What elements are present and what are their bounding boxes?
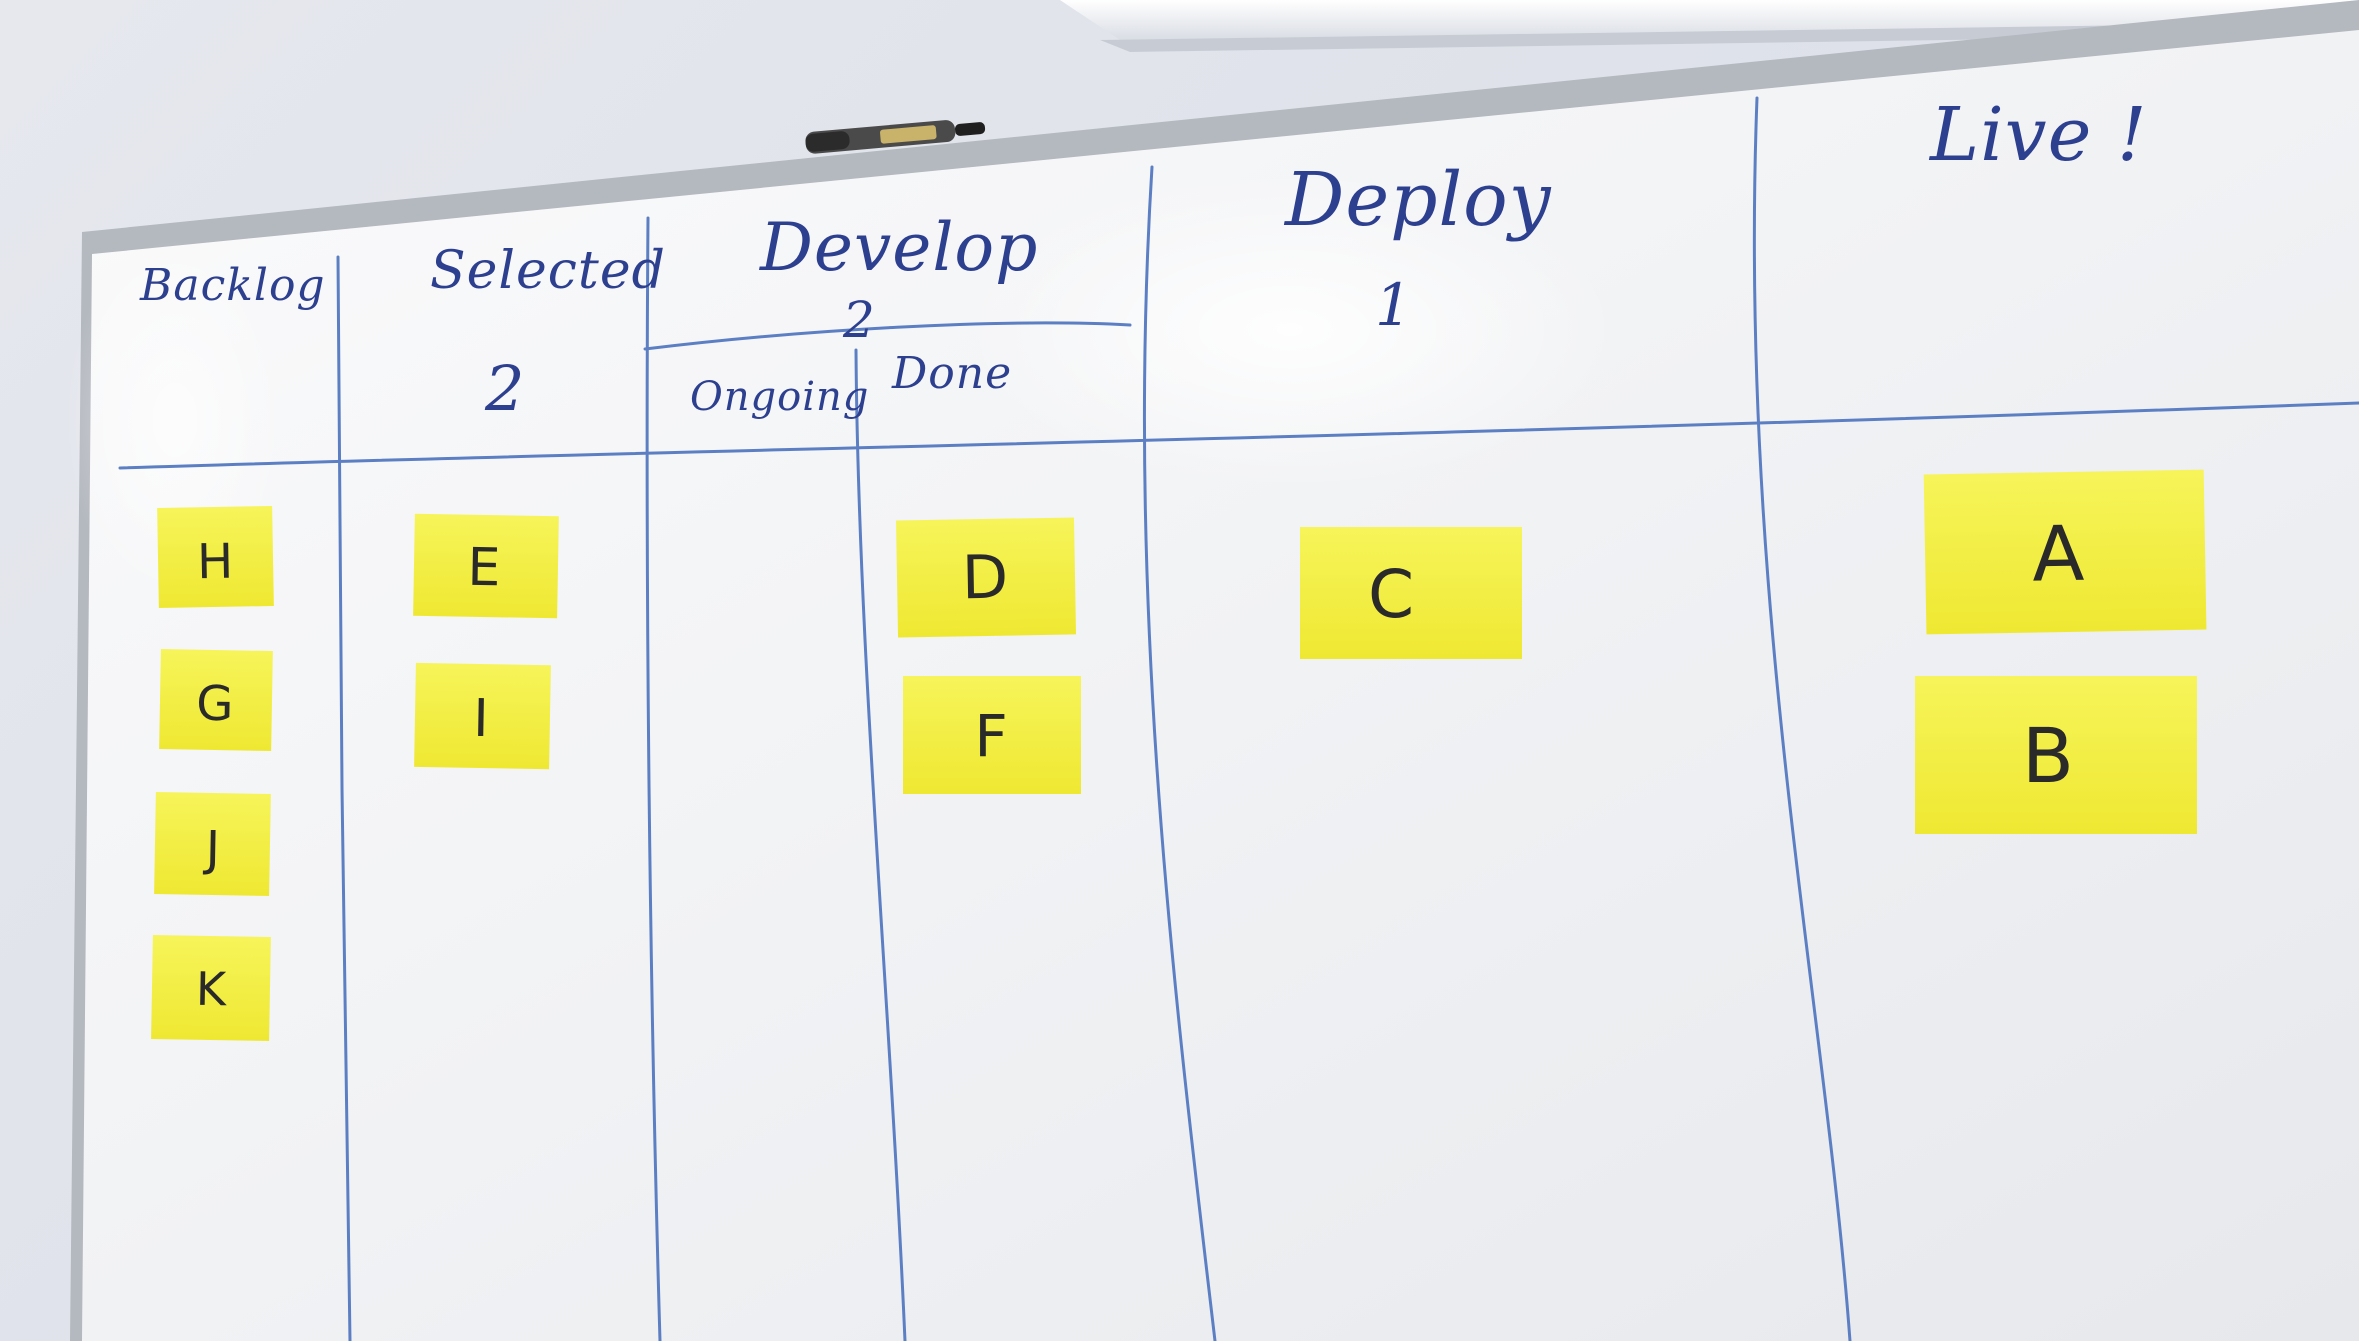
header-develop: Develop [759, 209, 1038, 286]
line-backlog-selected [336, 255, 352, 1341]
ceiling-light [1060, 0, 2359, 52]
note-label: E [467, 538, 501, 599]
note-label: D [961, 543, 1008, 614]
sticky-note[interactable]: I [414, 662, 551, 770]
line-develop-deploy [1142, 165, 1217, 1341]
sticky-note[interactable]: C [1300, 527, 1522, 659]
sticky-note[interactable]: E [413, 513, 559, 619]
sticky-note[interactable]: B [1915, 676, 2197, 834]
note-label: G [196, 676, 234, 733]
note-label: J [202, 821, 220, 877]
note-label: F [974, 702, 1007, 770]
column-headers: Backlog Selected 2 Develop 2 Ongoing Don… [139, 92, 2148, 425]
sticky-note[interactable]: G [159, 649, 273, 751]
line-deploy-live [1752, 96, 1852, 1341]
note-label: K [195, 962, 228, 1017]
sticky-note[interactable]: H [157, 505, 274, 608]
line-selected-develop [645, 216, 662, 1341]
header-deploy: Deploy [1283, 157, 1552, 243]
line-develop-subheader [643, 321, 1132, 351]
line-header-divider [118, 401, 2359, 470]
header-selected-limit: 2 [484, 352, 525, 425]
marker-pen [805, 120, 986, 154]
light-reflection [960, 170, 1620, 490]
note-label: H [197, 534, 234, 591]
sticky-note[interactable]: A [1923, 469, 2207, 635]
sticky-note[interactable]: J [154, 791, 271, 896]
sticky-note[interactable]: F [903, 676, 1081, 794]
header-deploy-limit: 1 [1375, 271, 1413, 339]
sticky-note[interactable]: D [896, 517, 1077, 638]
whiteboard [65, 0, 2359, 1341]
header-backlog: Backlog [139, 260, 326, 311]
header-ongoing: Ongoing [690, 374, 869, 420]
header-done: Done [891, 348, 1012, 399]
note-label: C [1368, 556, 1414, 633]
header-live: Live ! [1928, 92, 2148, 178]
sticky-note[interactable]: K [151, 934, 271, 1042]
column-lines [118, 96, 2359, 1341]
header-selected: Selected [430, 241, 666, 301]
note-label: I [473, 689, 489, 749]
line-ongoing-done [854, 348, 907, 1341]
header-develop-limit: 2 [842, 291, 876, 349]
note-label: A [2031, 509, 2085, 599]
note-label: B [2022, 711, 2074, 800]
